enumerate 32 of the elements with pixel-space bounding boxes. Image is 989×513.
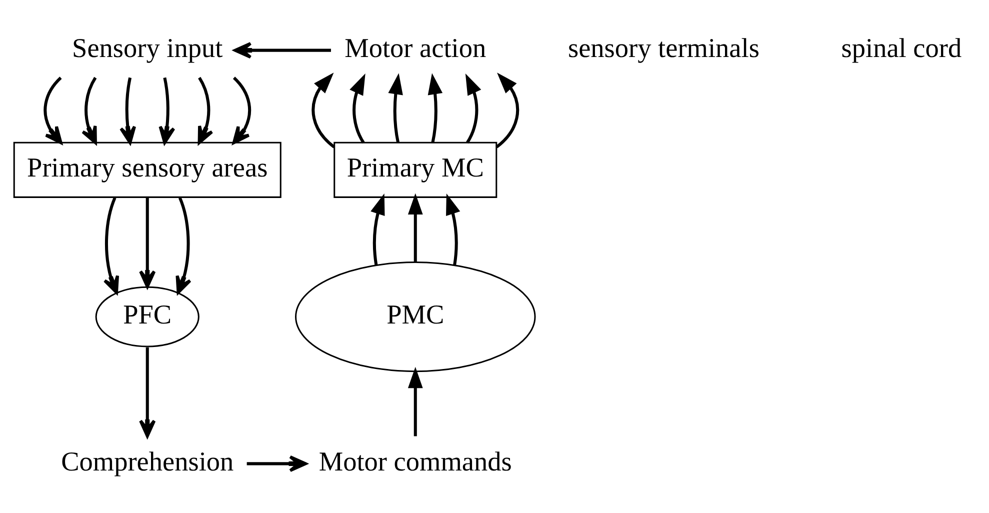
arrow bbox=[446, 192, 460, 265]
arrow bbox=[370, 192, 385, 265]
arrow bbox=[465, 73, 482, 143]
arrow bbox=[158, 76, 176, 144]
arrow bbox=[176, 196, 192, 294]
arrow bbox=[198, 76, 214, 144]
node-text: Sensory input bbox=[72, 32, 223, 62]
node-text: Motor action bbox=[344, 32, 486, 62]
arrow bbox=[388, 72, 403, 142]
arrow bbox=[428, 72, 443, 142]
node-ellipse: PMC bbox=[295, 261, 536, 372]
arrow bbox=[103, 196, 120, 294]
label: spinal cord bbox=[841, 32, 962, 62]
arrow bbox=[408, 366, 423, 436]
arrow bbox=[312, 72, 336, 148]
node-box: Primary MC bbox=[334, 141, 498, 198]
arrow bbox=[246, 454, 307, 472]
node-ellipse: PFC bbox=[95, 286, 200, 347]
node-box: Primary sensory areas bbox=[13, 141, 282, 198]
label: sensory terminals bbox=[568, 32, 760, 62]
arrow bbox=[496, 72, 520, 148]
arrow bbox=[408, 192, 423, 262]
arrow bbox=[232, 76, 252, 144]
node-text: Comprehension bbox=[61, 446, 234, 476]
arrow bbox=[120, 76, 136, 144]
arrow bbox=[44, 76, 62, 144]
arrow bbox=[234, 41, 331, 58]
arrow bbox=[139, 346, 156, 438]
arrow bbox=[81, 76, 97, 144]
arrow bbox=[350, 73, 366, 143]
arrow bbox=[139, 197, 156, 288]
node-text: Motor commands bbox=[318, 446, 512, 476]
